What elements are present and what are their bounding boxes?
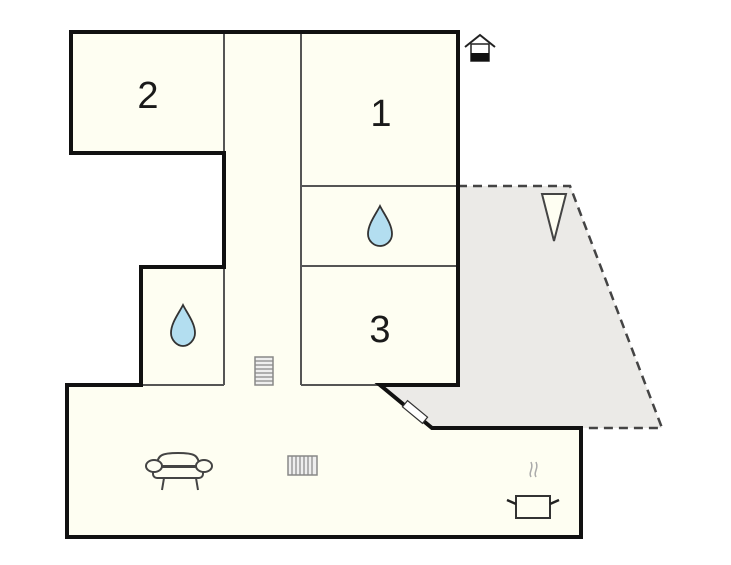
water-drop-icon [170, 302, 196, 347]
room-label-1: 1 [370, 93, 391, 135]
sun-lounger-icon [540, 193, 568, 242]
terrace-door [401, 399, 429, 425]
entrance-icon [464, 33, 496, 62]
room-label-3: 3 [369, 309, 390, 351]
armchair-icon [145, 451, 213, 491]
house-floor [67, 32, 581, 537]
cooking-pot-icon [506, 461, 560, 519]
room-label-2: 2 [137, 75, 158, 117]
outer-walls [65, 30, 583, 539]
water-drop-icon [367, 203, 393, 247]
heater-icon [287, 455, 318, 476]
terrace [380, 184, 664, 430]
heater-icon [254, 356, 274, 386]
inner-walls [141, 32, 458, 386]
